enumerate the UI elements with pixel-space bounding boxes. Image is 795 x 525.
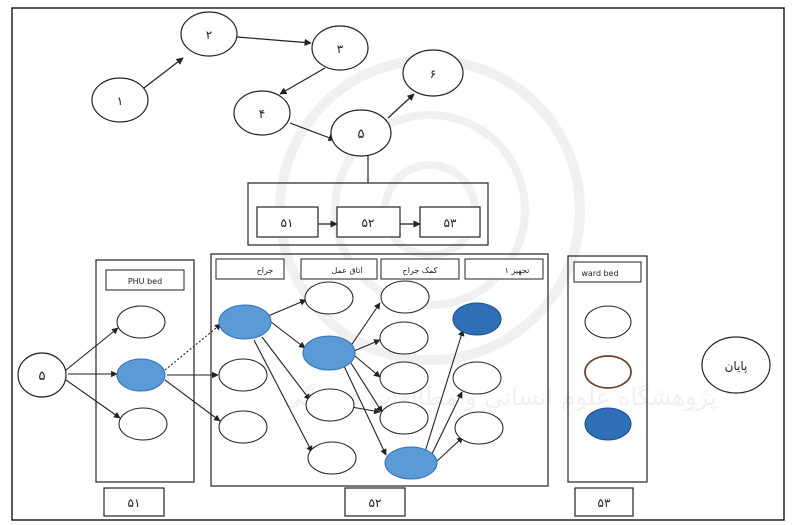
panel-52-header-box-2: [300, 258, 378, 280]
phu-bed-slot-3: [118, 407, 168, 441]
or-slot-4: [307, 441, 357, 475]
top-node-4: ۴: [233, 90, 291, 136]
top-node-4-label: ۴: [259, 107, 265, 121]
top-node-5-label: ۵: [358, 127, 365, 142]
ward-bed-slot-2: [584, 355, 632, 389]
panel-52-header-box-4: [464, 258, 544, 280]
panel-53: ward bed: [567, 255, 648, 483]
panel-53-header: ward bed: [581, 269, 618, 278]
panel-52-header-1: جراح: [257, 266, 274, 275]
panel-53-header-box: [573, 261, 642, 283]
assistant-slot-2: [379, 321, 429, 355]
assistant-slot-3: [379, 361, 429, 395]
end-node: پایان: [701, 336, 771, 394]
top-node-2-label: ۲: [206, 28, 212, 42]
sub-flow-node-52-label: ۵۲: [362, 216, 375, 230]
top-node-3: ۳: [311, 25, 369, 71]
panel-51-header-box: [105, 269, 185, 291]
flow-edges: [65, 299, 465, 463]
top-node-1: ۱: [91, 77, 149, 123]
assistant-slot-5-selected: [384, 446, 438, 480]
panel-52-header-2: اتاق عمل: [331, 266, 362, 275]
sub-flow-node-53: ۵۳: [419, 206, 481, 238]
panel-53-footer-label: ۵۳: [598, 496, 611, 510]
surgeon-slot-3: [218, 410, 268, 444]
panel-52-footer-label: ۵۲: [369, 496, 382, 510]
panel-51-footer-label: ۵۱: [128, 496, 141, 510]
panel-52-header-4: تجهیز ۱: [505, 266, 530, 275]
top-node-1-label: ۱: [117, 94, 123, 108]
or-slot-3: [305, 388, 355, 422]
panel-51-header: PHU bed: [128, 277, 162, 286]
sub-flow-node-53-label: ۵۳: [444, 216, 457, 230]
sub-flow-box: [247, 182, 489, 246]
start-node-label: ۵: [39, 369, 46, 384]
top-node-6: ۶: [402, 49, 464, 97]
equipment-slot-3: [454, 411, 504, 445]
top-graph: [139, 36, 415, 183]
top-node-2: ۲: [180, 11, 238, 57]
sub-flow-node-51-label: ۵۱: [281, 216, 294, 230]
top-node-5: ۵: [330, 109, 392, 157]
panel-52-header-box-1: [215, 258, 285, 280]
sub-flow-node-52: ۵۲: [336, 206, 401, 238]
top-node-6-label: ۶: [430, 67, 436, 81]
end-node-label: پایان: [725, 359, 748, 373]
panel-51: PHU bed: [95, 259, 195, 483]
or-slot-1: [304, 281, 354, 315]
start-node: ۵: [17, 352, 67, 398]
equipment-slot-2: [452, 361, 502, 395]
surgeon-slot-1-selected: [218, 304, 272, 340]
or-slot-2-selected: [302, 335, 356, 371]
sub-flow-node-51: ۵۱: [256, 206, 319, 238]
top-node-3-label: ۳: [337, 42, 344, 56]
panel-51-footer: ۵۱: [103, 487, 165, 517]
panel-52-header-3: کمک جراح: [403, 266, 438, 275]
equipment-slot-1-selected: [452, 302, 502, 336]
assistant-slot-1: [380, 280, 430, 314]
panel-52-footer: ۵۲: [344, 487, 406, 517]
watermark-text: پژوهشگاه علوم انسانی و مطالعات فرهنگی: [283, 383, 716, 411]
ward-bed-slot-3-selected: [584, 407, 632, 441]
surgeon-slot-2: [218, 358, 268, 392]
panel-52: جراح اتاق عمل کمک جراح تجهیز ۱: [210, 253, 549, 487]
phu-bed-slot-2-selected: [116, 358, 166, 392]
phu-bed-slot-1: [116, 305, 166, 339]
assistant-slot-4: [379, 401, 429, 435]
panel-53-footer: ۵۳: [574, 487, 634, 517]
outer-frame: [11, 7, 785, 521]
panel-52-header-box-3: [380, 258, 460, 280]
ward-bed-slot-1: [584, 305, 632, 339]
